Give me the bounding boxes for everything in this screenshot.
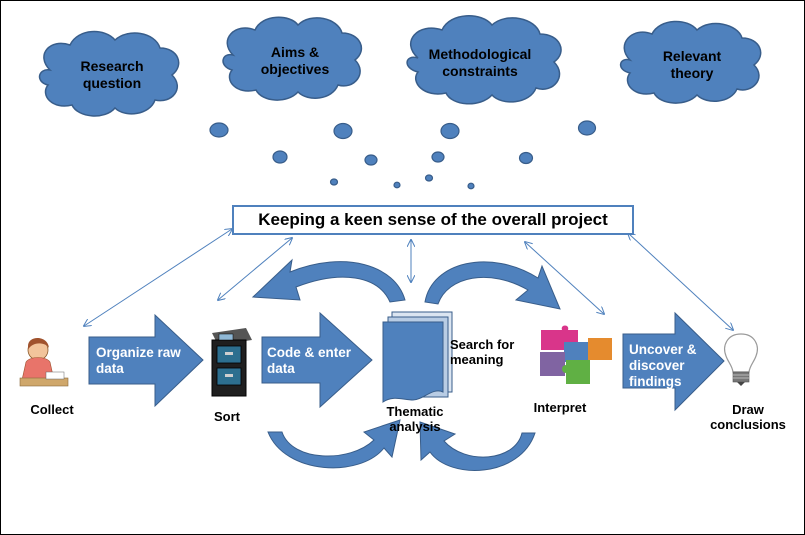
cloud-relevant-theory xyxy=(619,20,762,104)
arrow-label-organize: Organize raw data xyxy=(96,345,181,376)
stage-label-interpret: Interpret xyxy=(533,400,587,415)
stage-label-collect: Collect xyxy=(30,402,74,417)
curved-arrow-bottom-left xyxy=(267,419,401,469)
arrow-label-uncover: Uncover & discover findings xyxy=(629,342,697,389)
stacked-pages-icon xyxy=(382,311,453,403)
cloud-label-theory: Relevant theory xyxy=(662,48,722,81)
cloud-label-aims: Aims & objectives xyxy=(260,44,330,77)
cloud-research-question xyxy=(38,30,180,117)
block-arrow-uncover xyxy=(622,311,725,412)
filing-cabinet-icon xyxy=(211,328,252,397)
curved-arrow-bottom-right xyxy=(419,421,536,471)
stage-label-sort: Sort xyxy=(214,409,240,424)
stage-label-draw: Draw conclusions xyxy=(710,402,786,432)
cloud-aims-objectives xyxy=(222,16,363,101)
curved-arrow-top-left xyxy=(251,258,406,303)
thought-bubbles xyxy=(209,120,597,190)
block-arrow-organize xyxy=(88,313,204,408)
person-writing-icon xyxy=(19,337,69,387)
overall-project-box: Keeping a keen sense of the overall proj… xyxy=(232,205,634,235)
block-arrow-code xyxy=(261,311,373,409)
cloud-label-constraints: Methodological constraints xyxy=(428,46,532,79)
lightbulb-icon xyxy=(724,333,758,386)
curved-arrow-top-right xyxy=(424,261,561,310)
stage-label-thematic: Thematic analysis xyxy=(386,404,444,434)
project-link-arrows xyxy=(84,229,733,330)
arrow-label-code: Code & enter data xyxy=(267,345,352,376)
stage-label-search: Search for meaning xyxy=(450,337,515,367)
puzzle-pieces-icon xyxy=(540,325,612,384)
cloud-methodological-constraints xyxy=(406,15,562,105)
cloud-label-research: Research question xyxy=(80,58,144,91)
